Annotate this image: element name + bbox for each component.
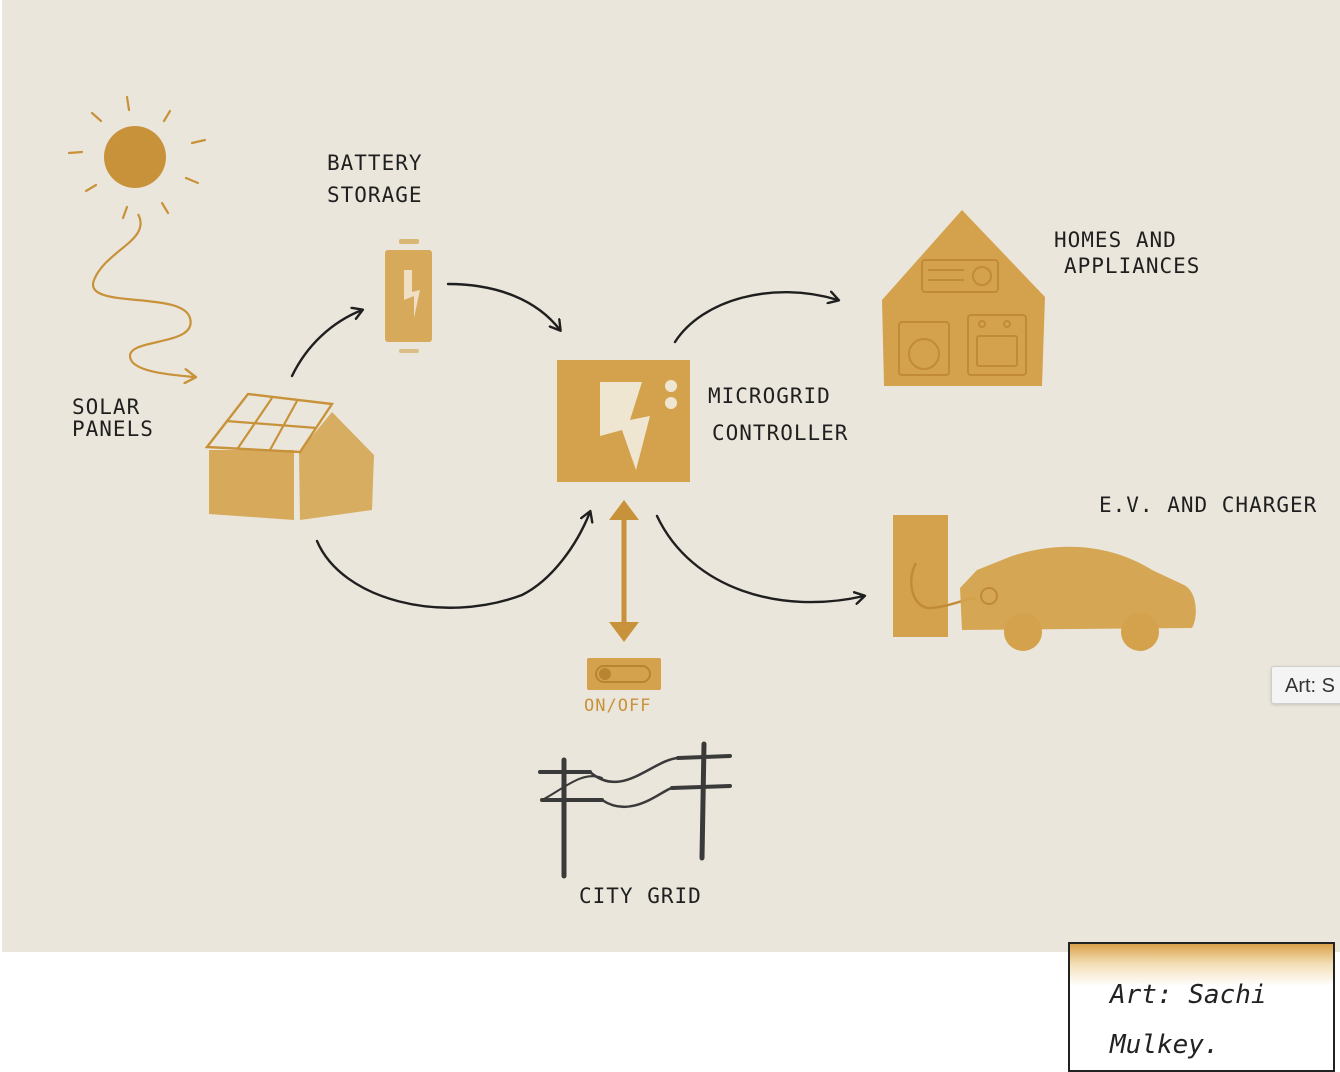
solar-house-icon [204,392,374,520]
arrow-battery-to-controller [446,282,560,330]
caption-text: Art: Sachi Mulkey. [1110,980,1267,1060]
ev-label: E.V. AND CHARGER [1099,493,1317,517]
solar-label-line1: SOLAR [72,395,140,419]
controller-icon [557,360,690,482]
sun-icon [67,95,207,220]
controller-label-line2: CONTROLLER [712,421,848,445]
arrow-panels-to-battery [290,310,362,378]
tooltip-text: Art: S [1285,675,1336,697]
arrow-controller-to-ev [655,514,864,602]
sunlight-path [92,213,194,377]
homes-label-line2: APPLIANCES [1064,254,1200,278]
switch-label: ON/OFF [584,696,651,716]
switch-icon [587,658,661,690]
battery-label-line1: BATTERY [327,151,423,175]
power-pole-icon [538,741,732,879]
microgrid-diagram: SOLAR PANELS BATTERY STORAGE MICROGRID C… [67,95,1317,908]
microgrid-illustration: SOLAR PANELS BATTERY STORAGE MICROGRID C… [2,0,1340,952]
arrow-controller-to-homes [673,292,838,344]
solar-label-line2: PANELS [72,417,154,441]
flow-arrows [290,282,864,609]
house-icon [882,210,1045,386]
arrow-panels-to-controller [315,512,590,609]
image-caption: Art: Sachi Mulkey. [1068,942,1335,1072]
controller-label-line1: MICROGRID [708,384,831,408]
alt-text-tooltip: Art: S [1271,666,1340,704]
homes-label-line1: HOMES AND [1054,228,1177,252]
city-grid-label: CITY GRID [579,884,702,908]
battery-icon [385,239,432,353]
car-icon [960,546,1196,651]
battery-label-line2: STORAGE [327,183,423,207]
grid-double-arrow [609,500,639,642]
